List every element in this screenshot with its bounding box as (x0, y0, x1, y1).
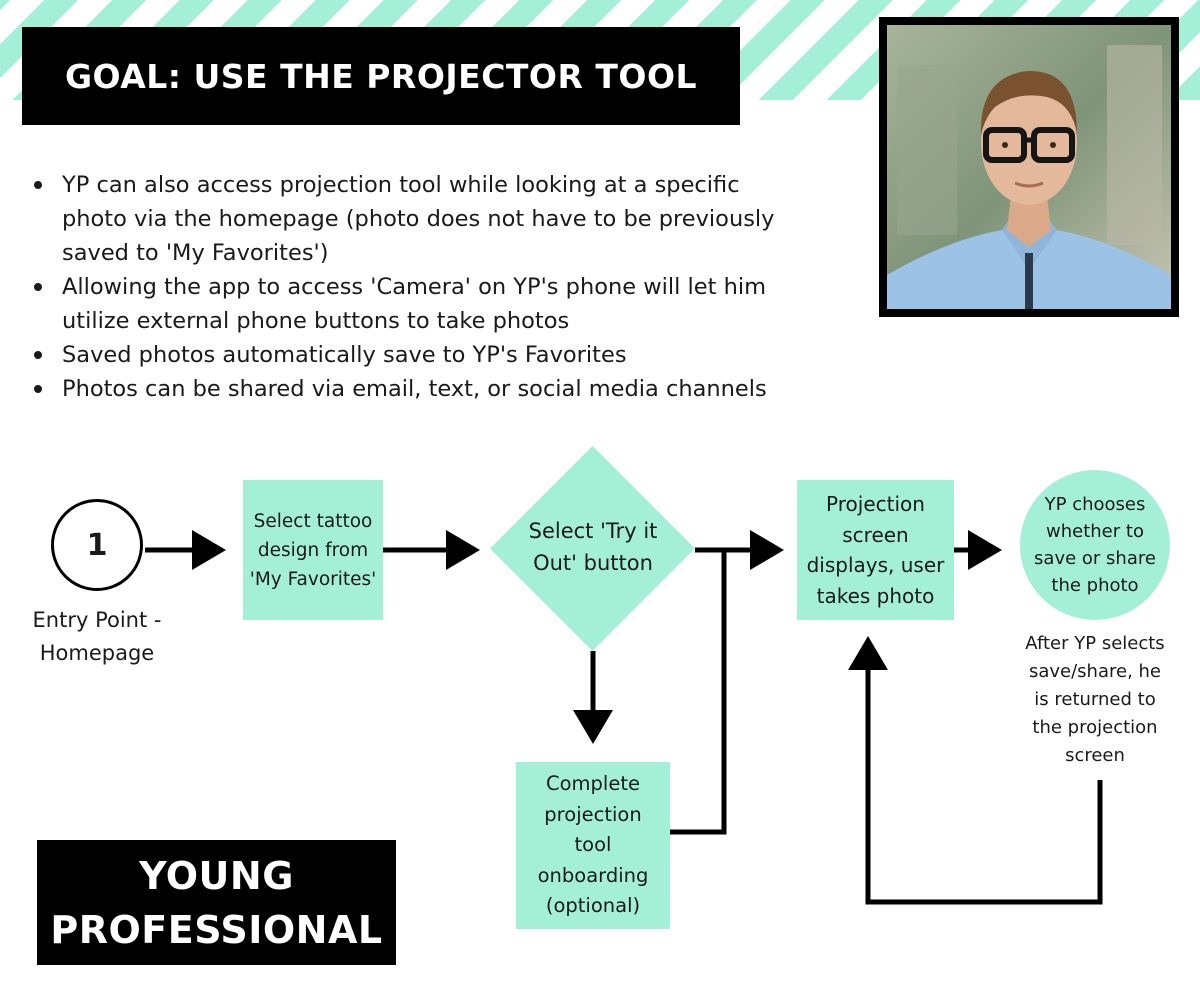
persona-label-banner: YOUNG PROFESSIONAL (37, 840, 396, 965)
entry-point-label: Entry Point - Homepage (22, 604, 172, 670)
step-text-line: Out' button (533, 551, 653, 575)
onboarding-step: Complete projection tool onboarding (opt… (516, 762, 670, 929)
arrowhead (968, 530, 1002, 570)
step-text-line: onboarding (537, 863, 649, 887)
step-text-line: the photo (1051, 575, 1139, 596)
step-text-line: Select 'Try it (528, 519, 658, 543)
note-text-line: the projection (1032, 717, 1158, 738)
persona-label-line: PROFESSIONAL (50, 907, 383, 952)
connector-onboarding-to-projection (670, 550, 727, 835)
note-item: Photos can be shared via email, text, or… (34, 372, 782, 406)
arrowhead (446, 530, 480, 570)
goal-title: GOAL: USE THE PROJECTOR TOOL (64, 56, 698, 96)
arrowhead (192, 530, 226, 570)
return-note: After YP selects save/share, he is retur… (1022, 630, 1168, 770)
step-text-line: screen (842, 522, 909, 547)
step-text-line: YP chooses (1044, 494, 1146, 515)
save-share-step: YP chooses whether to save or share the … (1020, 470, 1170, 620)
persona-label-line: YOUNG (139, 853, 294, 898)
note-item: YP can also access projection tool while… (34, 168, 782, 270)
step-text-line: Projection (826, 492, 925, 516)
note-item: Saved photos automatically save to YP's … (34, 338, 782, 372)
step-text-line: save or share (1034, 548, 1156, 569)
note-text-line: save/share, he (1028, 661, 1162, 682)
step-text-line: (optional) (545, 894, 641, 918)
entry-point-circle: 1 (51, 499, 143, 591)
notes-list: YP can also access projection tool while… (30, 168, 782, 406)
note-text-line: screen (1065, 745, 1125, 766)
projection-screen-step: Projection screen displays, user takes p… (797, 480, 954, 620)
entry-label-line: Homepage (39, 641, 155, 665)
step-text-line: projection (544, 802, 642, 826)
goal-title-banner: GOAL: USE THE PROJECTOR TOOL (22, 27, 740, 125)
note-item: Allowing the app to access 'Camera' on Y… (34, 270, 782, 338)
step-text-line: Select tattoo (253, 510, 373, 532)
step-text-line: 'My Favorites' (249, 568, 377, 590)
step-text-line: whether to (1046, 521, 1144, 542)
entry-label-line: Entry Point - (32, 608, 162, 632)
select-design-step: Select tattoo design from 'My Favorites' (243, 480, 383, 620)
step-text-line: tool (574, 833, 612, 857)
entry-number: 1 (86, 527, 108, 563)
note-text-line: After YP selects (1025, 633, 1165, 654)
step-text-line: Complete (546, 772, 640, 796)
step-text-line: displays, user (806, 553, 945, 577)
persona-photo (879, 17, 1179, 317)
arrowhead (573, 710, 613, 744)
person-portrait-icon (887, 25, 1171, 309)
connector-return-loop (865, 668, 1103, 905)
step-text-line: takes photo (816, 583, 935, 608)
step-text-line: design from (257, 539, 369, 561)
try-it-out-label: Select 'Try it Out' button (508, 515, 678, 579)
note-text-line: is returned to (1034, 689, 1156, 710)
arrowhead (750, 530, 784, 570)
arrowhead (848, 636, 888, 670)
